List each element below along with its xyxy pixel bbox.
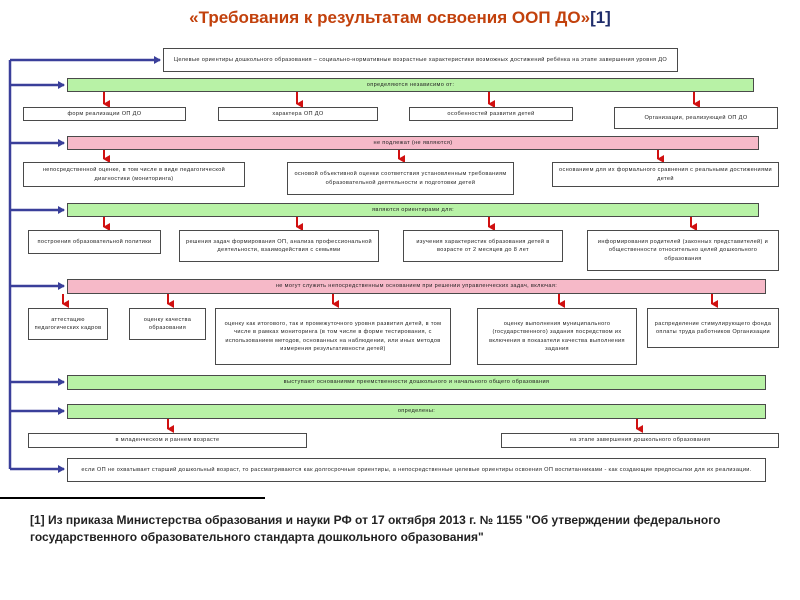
footnote-divider <box>0 497 265 499</box>
node-w4-2: оценку качества образования <box>129 308 206 340</box>
node-w1-4: Организации, реализующей ОП ДО <box>614 107 778 129</box>
node-w1-2: характера ОП ДО <box>218 107 378 121</box>
node-w4-5: распределение стимулирующего фонда оплат… <box>647 308 779 348</box>
page-title-main: «Требования к результатам освоения ООП Д… <box>189 8 591 27</box>
node-w3-2: решения задач формирования ОП, анализа п… <box>179 230 379 262</box>
node-p2: не могут служить непосредственным основа… <box>67 279 766 294</box>
node-bottom: если ОП не охватывает старший дошкольный… <box>67 458 766 482</box>
node-w1-3: особенностей развития детей <box>409 107 573 121</box>
node-w3-4: информирования родителей (законных предс… <box>587 230 779 271</box>
node-w4-1: аттестацию педагогических кадров <box>28 308 108 340</box>
node-p1: не подлежат (не являются) <box>67 136 759 150</box>
node-w1-1: форм реализации ОП ДО <box>23 107 186 121</box>
node-w5-2: на этапе завершения дошкольного образова… <box>501 433 779 448</box>
page-title-ref: [1] <box>590 8 611 27</box>
node-w4-3: оценку как итогового, так и промежуточно… <box>215 308 451 365</box>
page-title: «Требования к результатам освоения ООП Д… <box>0 8 800 28</box>
node-g4: определены: <box>67 404 766 419</box>
node-w3-1: построения образовательной политики <box>28 230 161 254</box>
node-w2-1: непосредственной оценке, в том числе в в… <box>23 162 245 187</box>
node-w4-4: оценку выполнения муниципального (госуда… <box>477 308 637 365</box>
node-g2: являются ориентирами для: <box>67 203 759 217</box>
node-w2-2: основой объективной оценки соответствия … <box>287 162 514 195</box>
node-g3: выступают основаниями преемственности до… <box>67 375 766 390</box>
node-w5-1: в младенческом и раннем возрасте <box>28 433 307 448</box>
node-top: Целевые ориентиры дошкольного образовани… <box>163 48 678 72</box>
node-w3-3: изучения характеристик образования детей… <box>403 230 563 262</box>
footnote-text: [1] Из приказа Министерства образования … <box>30 513 721 544</box>
node-g1: определяются независимо от: <box>67 78 754 92</box>
node-w2-3: основанием для их формального сравнения … <box>552 162 779 187</box>
